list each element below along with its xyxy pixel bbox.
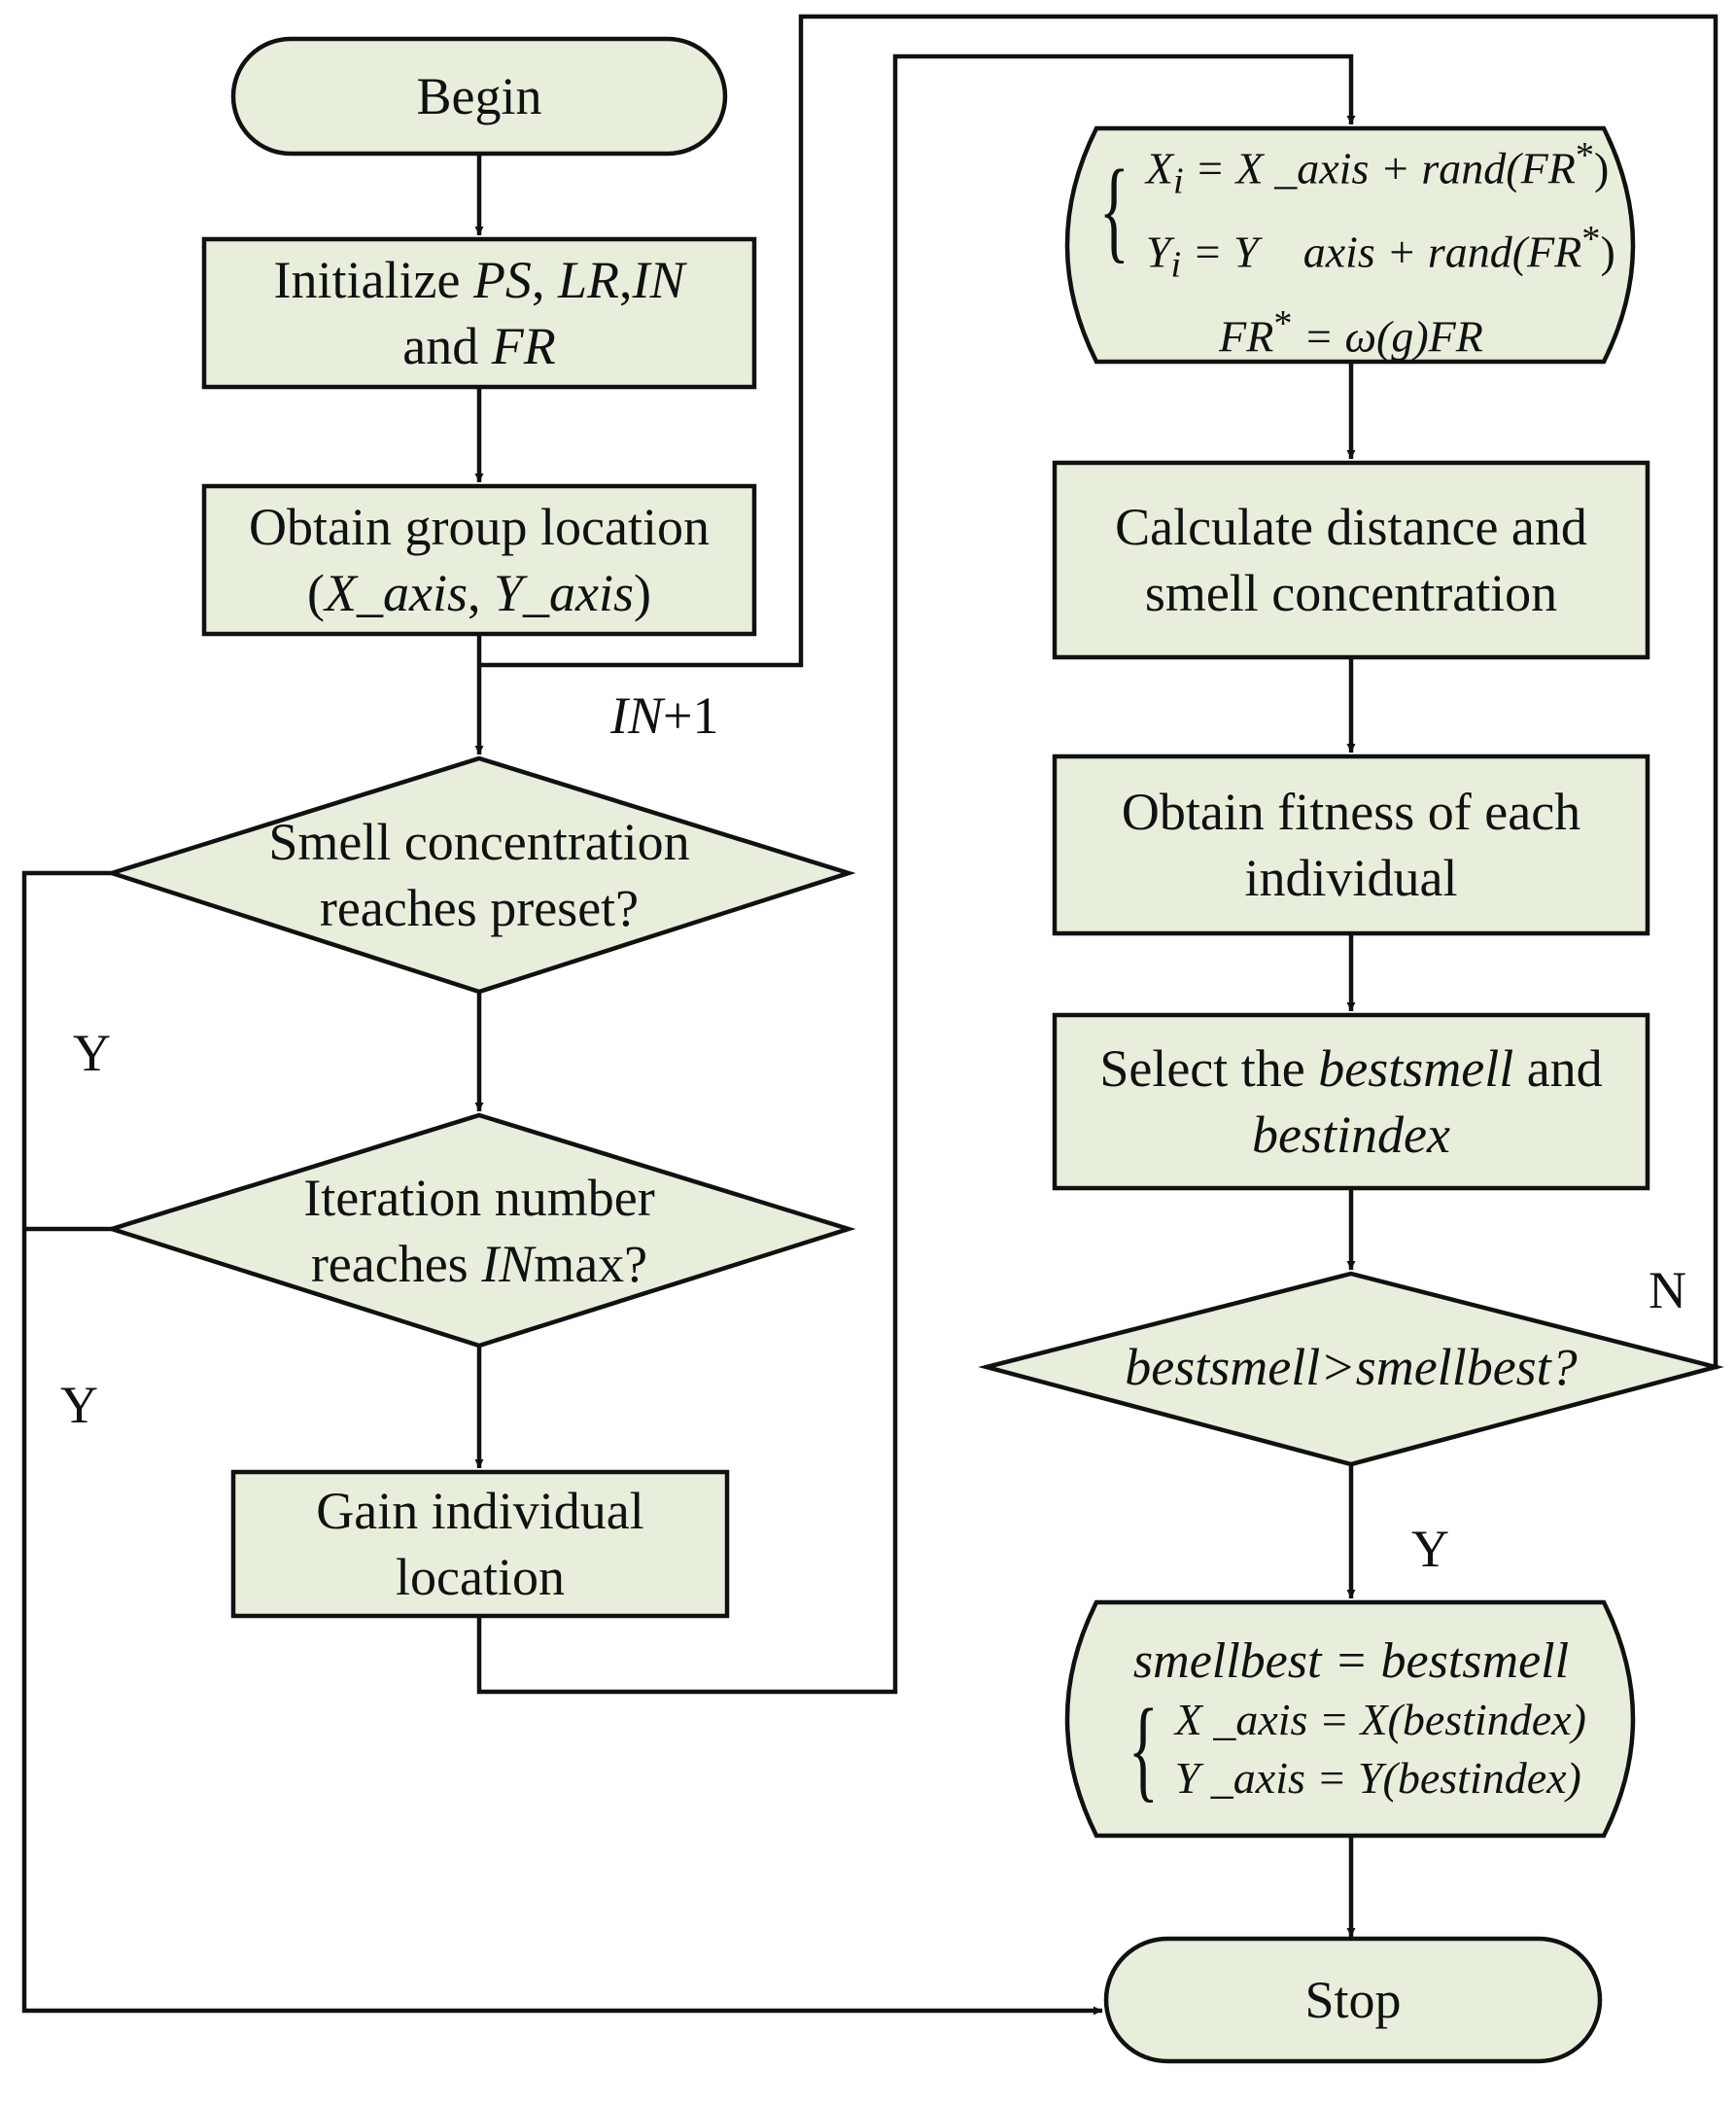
group-yaxis: Y_axis [493,564,634,622]
assign-line3: Y _axis = Y(bestindex) [1174,1753,1581,1803]
connector-gain-update [476,53,1356,1695]
select-best-process [1052,1012,1650,1191]
in-plus-one-label: IN+1 [610,685,718,746]
in-plus-rest: +1 [663,686,719,745]
init-and: and [402,317,479,375]
group-label: Obtain group location (X_axis, Y_axis) [204,486,754,634]
update-l1c: (FR [1506,143,1576,193]
no-text: N [1649,1261,1686,1319]
connector-yes-stop [21,870,1102,2016]
update-x-sub: i [1172,160,1184,202]
init-fr: FR [491,317,556,375]
update-brace-icon: { [1098,146,1130,274]
update-l2b: = Y axis + rand [1181,227,1512,277]
update-y: Y [1145,227,1171,277]
smell-line1: Smell concentration [268,813,690,871]
update-label: { Xi = X _axis + rand(FR*) Yi = Y axis +… [1069,134,1633,361]
yes-text-1: Y [73,1024,111,1082]
update-x: X [1145,143,1173,193]
iter-post: max? [534,1235,648,1293]
update-l2d: ) [1600,227,1615,277]
group-line1: Obtain group location [249,498,710,556]
compare-text: bestsmell>smellbest? [1125,1338,1578,1396]
group-comma: , [467,564,494,622]
select-bestindex: bestindex [1252,1105,1450,1164]
yes-text-2: Y [60,1376,98,1434]
init-lr: LR [557,251,619,309]
assign-line1: smellbest = bestsmell [1132,1633,1570,1689]
calc-line1: Calculate distance and [1115,498,1587,556]
gain-label: Gain individual location [233,1472,727,1616]
iter-pre: reaches [310,1235,482,1293]
update-l3b: = ω(g)FR [1292,311,1483,362]
fitness-line2: individual [1244,849,1458,907]
init-sep2: , [618,251,633,309]
assign-brace-icon: { [1128,1685,1159,1812]
update-y-sub: i [1170,244,1182,286]
update-l2c: (FR [1511,227,1582,277]
assign-line2: X _axis = X(bestindex) [1174,1695,1586,1744]
compare-decision [978,1271,1724,1467]
smell-decision-label: Smell concentration reaches preset? [188,807,771,943]
iteration-decision-label: Iteration number reaches INmax? [188,1163,771,1299]
select-bestsmell: bestsmell [1318,1039,1514,1098]
update-l2sup: * [1581,219,1601,261]
initialize-label: Initialize PS, LR,IN and FR [204,239,754,387]
stop-text: Stop [1304,1971,1402,2029]
update-l1b: = X _axis + rand [1183,143,1507,193]
assign-label: smellbest = bestsmell { X _axis = X(best… [1069,1610,1633,1830]
initialize-process [201,236,757,390]
gain-individual-process [230,1469,730,1619]
fitness-label: Obtain fitness of each individual [1055,756,1648,933]
compare-label: bestsmell>smellbest? [1059,1332,1643,1402]
update-l1sup: * [1575,134,1594,176]
begin-label: Begin [233,39,725,154]
iter-in: IN [481,1235,535,1293]
stop-terminal [1103,1936,1603,2064]
smell-decision [104,755,856,995]
in-plus-var: IN [610,686,663,745]
init-word: Initialize [273,251,461,309]
select-pre: Select the [1099,1039,1319,1098]
yes-label-iter: Y [60,1375,98,1435]
iter-line1: Iteration number [303,1169,655,1227]
yes-label-smell: Y [73,1023,111,1083]
select-mid: and [1513,1039,1603,1098]
fitness-process [1052,754,1650,936]
gain-line2: location [396,1548,565,1606]
calc-line2: smell concentration [1144,564,1558,622]
calculate-distance-process [1052,460,1650,660]
iteration-decision [104,1112,856,1349]
stop-label: Stop [1106,1939,1600,2061]
update-fr-sup: * [1273,302,1293,344]
no-label-compare: N [1649,1260,1686,1320]
assign-best-storage-fill [1064,1599,1636,1839]
smell-line2: reaches preset? [319,879,640,937]
yes-text-3: Y [1411,1520,1449,1578]
begin-text: Begin [416,67,542,125]
begin-terminal [230,36,728,157]
group-open: ( [307,564,325,622]
calculate-label: Calculate distance and smell concentrati… [1055,463,1648,657]
init-in: IN [632,251,685,309]
group-xaxis: X_axis [324,564,468,622]
update-l1d: ) [1593,143,1610,193]
yes-label-compare: Y [1411,1519,1449,1579]
update-fr: FR [1219,311,1274,362]
fitness-line1: Obtain fitness of each [1121,783,1581,841]
obtain-group-process [201,483,757,637]
init-sep1: , [531,251,545,309]
update-location-storage [1064,125,1636,365]
group-close: ) [634,564,651,622]
init-ps: PS [472,251,532,309]
gain-line1: Gain individual [316,1482,644,1540]
select-label: Select the bestsmell and bestindex [1055,1015,1648,1188]
